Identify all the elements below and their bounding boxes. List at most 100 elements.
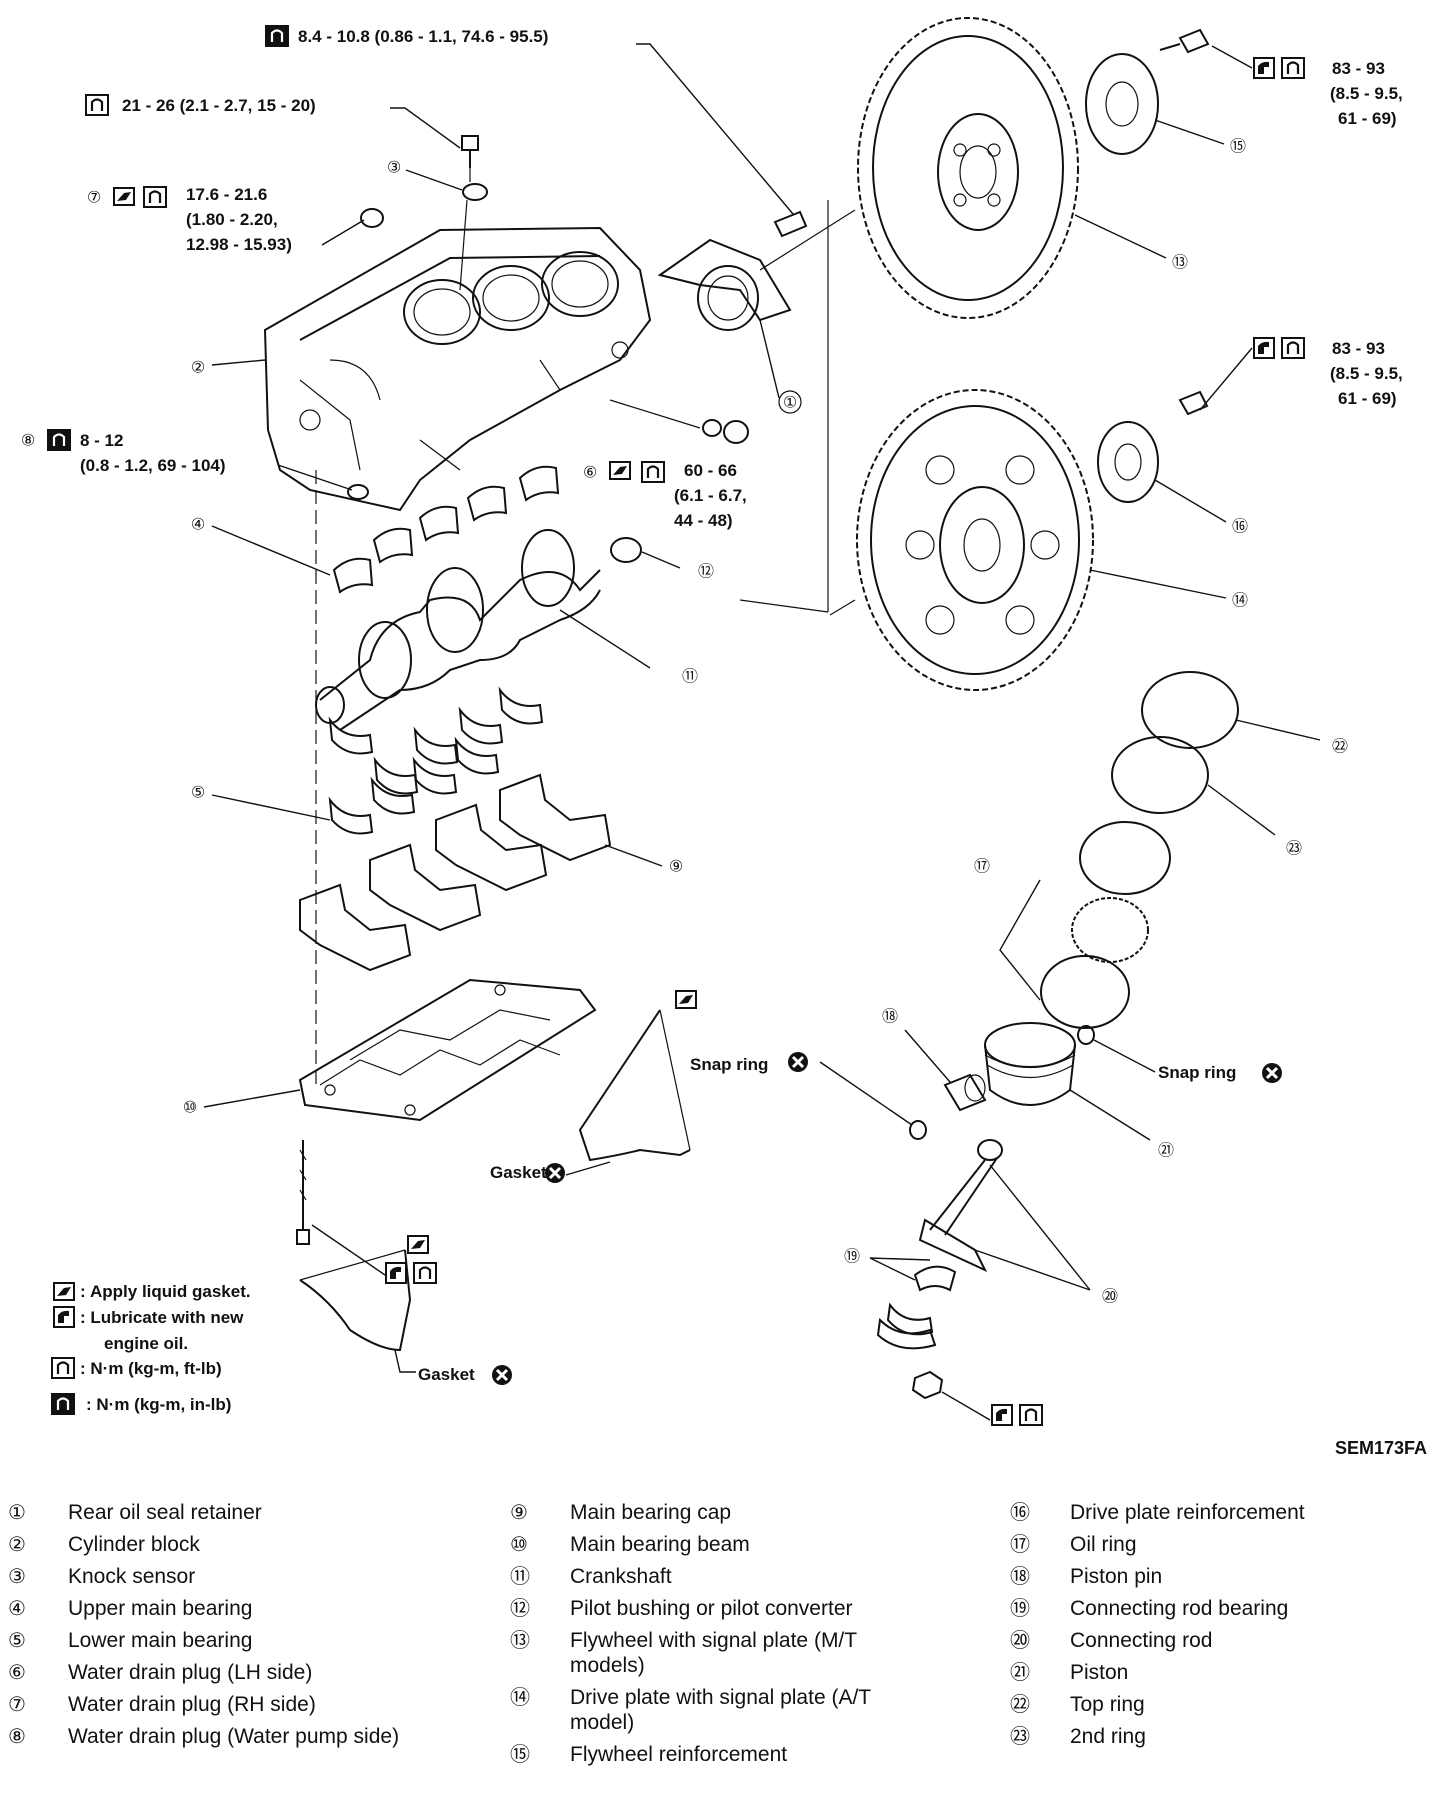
callout-5: ⑤ <box>191 783 331 821</box>
figure-code: SEM173FA <box>1335 1438 1428 1458</box>
replace-part-icon <box>490 1363 514 1387</box>
callout-14: ⑭ <box>1089 569 1248 610</box>
replace-part-icon <box>1260 1061 1284 1085</box>
torque-ftlb-icon <box>412 1261 438 1285</box>
callout-9: ⑨ <box>604 844 683 876</box>
svg-text:61 - 69): 61 - 69) <box>1338 109 1397 128</box>
torque-ftlb-icon <box>1280 56 1306 80</box>
flywheel-guide-lines <box>739 200 856 616</box>
svg-text:⑩: ⑩ <box>183 1098 197 1117</box>
upper-main-bearings <box>332 465 560 594</box>
crankshaft <box>315 529 651 731</box>
svg-text:㉒: ㉒ <box>1332 737 1348 756</box>
piston <box>984 1022 1151 1141</box>
svg-text:④: ④ <box>191 515 205 534</box>
svg-text:Snap ring: Snap ring <box>690 1055 768 1074</box>
svg-text:(1.80 - 2.20,: (1.80 - 2.20, <box>186 210 278 229</box>
pilot-bushing <box>610 537 681 569</box>
callout-4: ④ <box>191 515 331 576</box>
svg-text:(0.8 - 1.2, 69 - 104): (0.8 - 1.2, 69 - 104) <box>80 456 226 475</box>
svg-text:⑮: ⑮ <box>1230 137 1246 156</box>
connecting-rod-cap <box>876 1317 937 1350</box>
cylinder-block <box>263 226 652 512</box>
svg-text:①: ① <box>783 393 797 412</box>
svg-text:⑫: ⑫ <box>698 562 714 581</box>
gasket-low: Gasket <box>299 1235 514 1387</box>
replace-part-icon <box>786 1050 810 1074</box>
torque-label-drive-plate-bolts: 83 - 93 (8.5 - 9.5, 61 - 69) <box>1199 336 1403 411</box>
top-ring <box>1141 671 1321 749</box>
svg-text:⑲: ⑲ <box>844 1247 860 1266</box>
callout-22: ㉒ <box>1332 737 1348 756</box>
svg-text:⑯: ⑯ <box>1232 517 1248 536</box>
svg-text:: N·m (kg-m, in-lb): : N·m (kg-m, in-lb) <box>86 1395 231 1414</box>
svg-text:㉑: ㉑ <box>1158 1141 1174 1160</box>
snap-ring-left-part: Snap ring <box>690 1050 927 1140</box>
callout-21: ㉑ <box>1158 1141 1174 1160</box>
lh-drain-plug-part <box>609 399 749 444</box>
snap-ring-right-part: Snap ring <box>1077 1025 1284 1085</box>
torque-label-rear-oil-seal-bolts: 8.4 - 10.8 (0.86 - 1.1, 74.6 - 95.5) <box>264 24 794 215</box>
liquid-gasket-icon <box>53 1282 75 1301</box>
svg-text:⑨: ⑨ <box>669 857 683 876</box>
callout-13: ⑬ <box>1074 214 1188 272</box>
svg-text:③: ③ <box>387 158 401 177</box>
torque-label-rh-drain-plug: ⑦ 17.6 - 21.6 (1.80 - 2.20, 12.98 - 15.9… <box>87 185 365 254</box>
svg-text:60 - 66: 60 - 66 <box>684 461 737 480</box>
callout-10: ⑩ <box>183 1089 301 1117</box>
flywheel-with-signal-plate <box>857 17 1079 319</box>
svg-text:61 - 69): 61 - 69) <box>1338 389 1397 408</box>
callout-16: ⑯ <box>1154 479 1248 536</box>
torque-label-flywheel-bolts: 83 - 93 (8.5 - 9.5, 61 - 69) <box>1211 45 1403 128</box>
callout-17: ⑰ <box>974 857 990 876</box>
svg-text:⑳: ⑳ <box>1102 1287 1118 1306</box>
symbol-legend: : Apply liquid gasket. : Lubricate with … <box>50 1282 251 1416</box>
flywheel-bolt <box>1159 28 1210 54</box>
svg-text:㉓: ㉓ <box>1286 839 1302 858</box>
svg-text:: Lubricate with new: : Lubricate with new <box>80 1308 244 1327</box>
main-bearing-beam-bolt <box>296 1140 438 1285</box>
lower-main-bearings-set2 <box>328 736 500 835</box>
svg-text:Apply liquid gasket.: Apply liquid gasket. <box>90 1282 251 1301</box>
callout-11: ⑪ <box>682 667 698 686</box>
svg-text:12.98 - 15.93): 12.98 - 15.93) <box>186 235 292 254</box>
svg-text:(6.1 - 6.7,: (6.1 - 6.7, <box>674 486 747 505</box>
drive-plate-bolt <box>1178 390 1209 416</box>
lubricate-oil-icon <box>1253 337 1275 359</box>
svg-text:⑥: ⑥ <box>583 463 597 482</box>
svg-text:83 - 93: 83 - 93 <box>1332 339 1385 358</box>
svg-text:engine oil.: engine oil. <box>104 1334 188 1353</box>
torque-inlb-icon <box>264 24 290 48</box>
svg-text:Gasket: Gasket <box>418 1365 475 1384</box>
torque-inlb-icon <box>46 428 72 452</box>
svg-text:21 - 26 (2.1 - 2.7, 15 - 20): 21 - 26 (2.1 - 2.7, 15 - 20) <box>122 96 316 115</box>
callout-12: ⑫ <box>698 562 714 581</box>
callout-19: ⑲ <box>844 1247 860 1266</box>
drive-plate-with-signal-plate <box>856 389 1094 691</box>
torque-ftlb-icon <box>84 93 110 117</box>
callout-1: ① <box>759 319 802 414</box>
main-bearing-beam <box>298 978 597 1122</box>
rear-oil-seal-retainer <box>657 238 792 331</box>
knock-sensor <box>459 183 488 291</box>
piston-pin <box>904 1029 987 1112</box>
liquid-gasket-icon <box>113 187 135 206</box>
svg-text:⑰: ⑰ <box>974 857 990 876</box>
